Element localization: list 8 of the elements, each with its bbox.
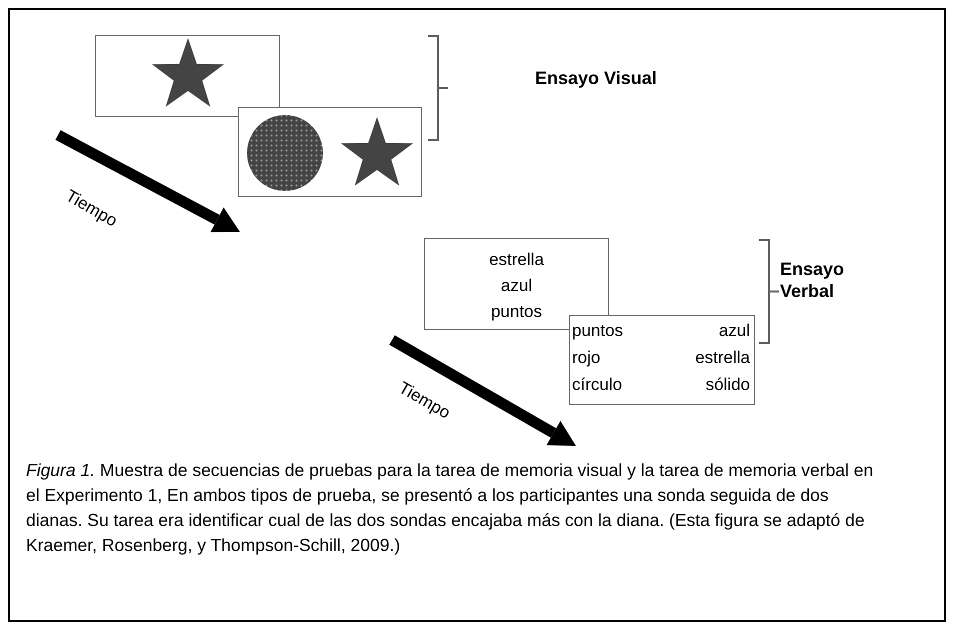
stimulus-card [238, 107, 422, 197]
word-card [569, 315, 755, 405]
figure-caption: Figura 1. Muestra de secuencias de pruebas para la tarea de memoria visual y la tarea de memoria verbal en el Experimento 1, En ambos tipos de prueba, se presentó a los participantes una sonda seguida de dos dianas. Su tarea era identificar cual de las dos sondas encajaba más con la diana. (Esta figura se adaptó de Kraemer, Rosenberg, y Thompson-Schill, 2009.) [26, 459, 874, 557]
stimulus-card [95, 35, 280, 117]
word-list: puntos rojo círculo [572, 317, 650, 398]
word-list: estrella azul puntos [476, 247, 556, 325]
trial-label: Ensayo Visual [535, 68, 657, 89]
word-list: azul estrella sólido [672, 317, 750, 398]
